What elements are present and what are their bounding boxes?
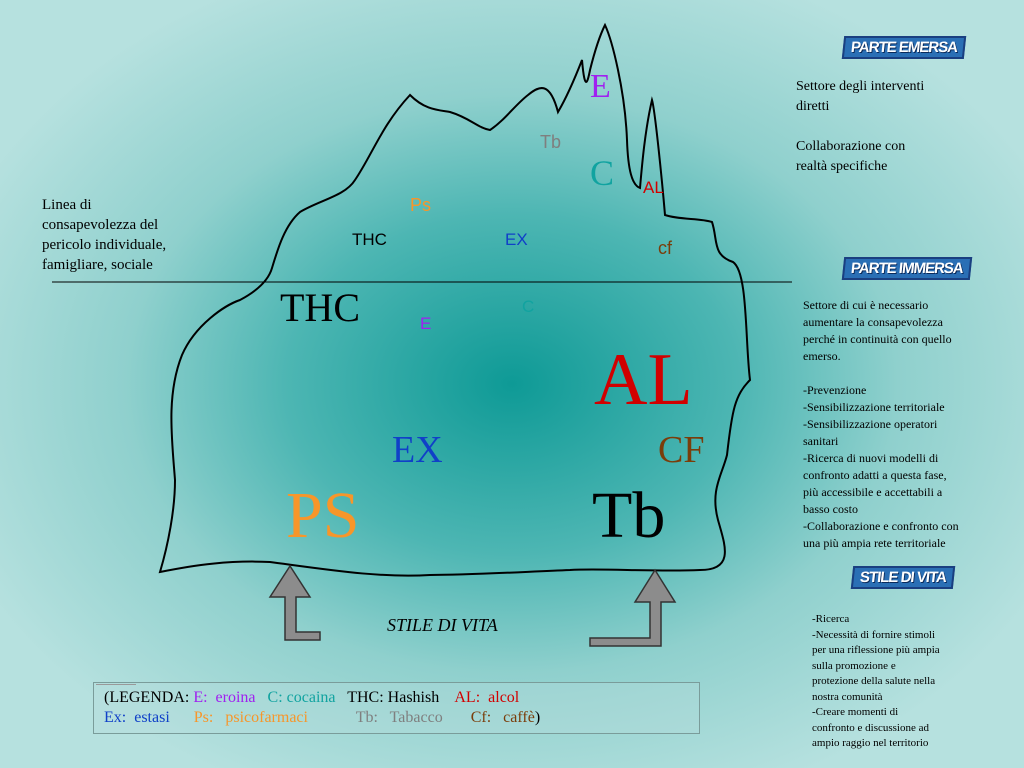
upper-label-c: C [590,153,615,193]
legend-c-value: cocaina [286,689,336,706]
legend-close: ) [534,709,541,726]
legend-ps-key: Ps: [193,709,214,726]
upper-label-tb: Tb [540,132,562,152]
lower-label-cf: CF [658,429,705,471]
upper-label-al: AL [643,178,664,197]
legend-al-value: alcol [488,689,520,706]
lower-label-ps: PS [286,479,360,552]
legend-e-value: eroina [215,689,256,706]
banner-parte-emersa: PARTE EMERSA [841,36,967,59]
awareness-line-note: Linea di consapevolezza del pericolo ind… [42,197,167,273]
legend-tb-value: Tabacco [389,709,443,726]
upper-label-ps: Ps [410,195,432,215]
left-arrow [268,564,321,641]
upper-label-cf: cf [658,238,673,258]
lower-label-tb: Tb [592,479,666,552]
legend-e-key: E: [193,689,208,706]
upper-label-ex: EX [505,230,528,249]
legend-row-1: (LEGENDA: E: eroina C: cocaina THC: Hash… [104,689,519,707]
legend-thc-value: Hashish [387,689,440,706]
lower-label-al: AL [594,339,693,421]
legend-row-2: Ex: estasi Ps: psicofarmaci Tb: Tabacco … [104,709,540,727]
legend-c-key: C: [267,689,283,706]
lower-label-c: C [522,297,535,316]
stile-description: -Ricerca -Necessità di fornire stimoli p… [812,613,940,749]
upper-label-e: E [590,68,611,105]
legend-cf-value: caffè [503,709,535,726]
banner-parte-immersa: PARTE IMMERSA [841,257,972,280]
legend-ex-key: Ex: [104,709,127,726]
legend-ex-value: estasi [134,709,170,726]
lower-label-thc: THC [280,285,360,330]
legend-thc-key: THC: [347,689,384,706]
banner-stile-di-vita: STILE DI VITA [850,566,956,589]
immersa-description: Settore di cui è necessario aumentare la… [803,298,959,550]
iceberg-outline [158,22,752,577]
legend-icon [96,684,136,689]
legend-box: (LEGENDA: E: eroina C: cocaina THC: Hash… [93,682,700,734]
emersa-description: Settore degli interventi diretti Collabo… [796,79,925,174]
stile-di-vita-label: STILE DI VITA [387,615,498,635]
right-arrow [589,568,677,647]
lower-label-e: E [420,314,432,333]
legend-ps-value: psicofarmaci [225,709,308,726]
legend-al-key: AL: [454,689,481,706]
upper-label-thc: THC [352,230,387,249]
lower-label-ex: EX [392,429,443,471]
legend-tb-key: Tb: [355,709,378,726]
legend-cf-key: Cf: [470,709,492,726]
legend-open: (LEGENDA: [104,689,194,706]
